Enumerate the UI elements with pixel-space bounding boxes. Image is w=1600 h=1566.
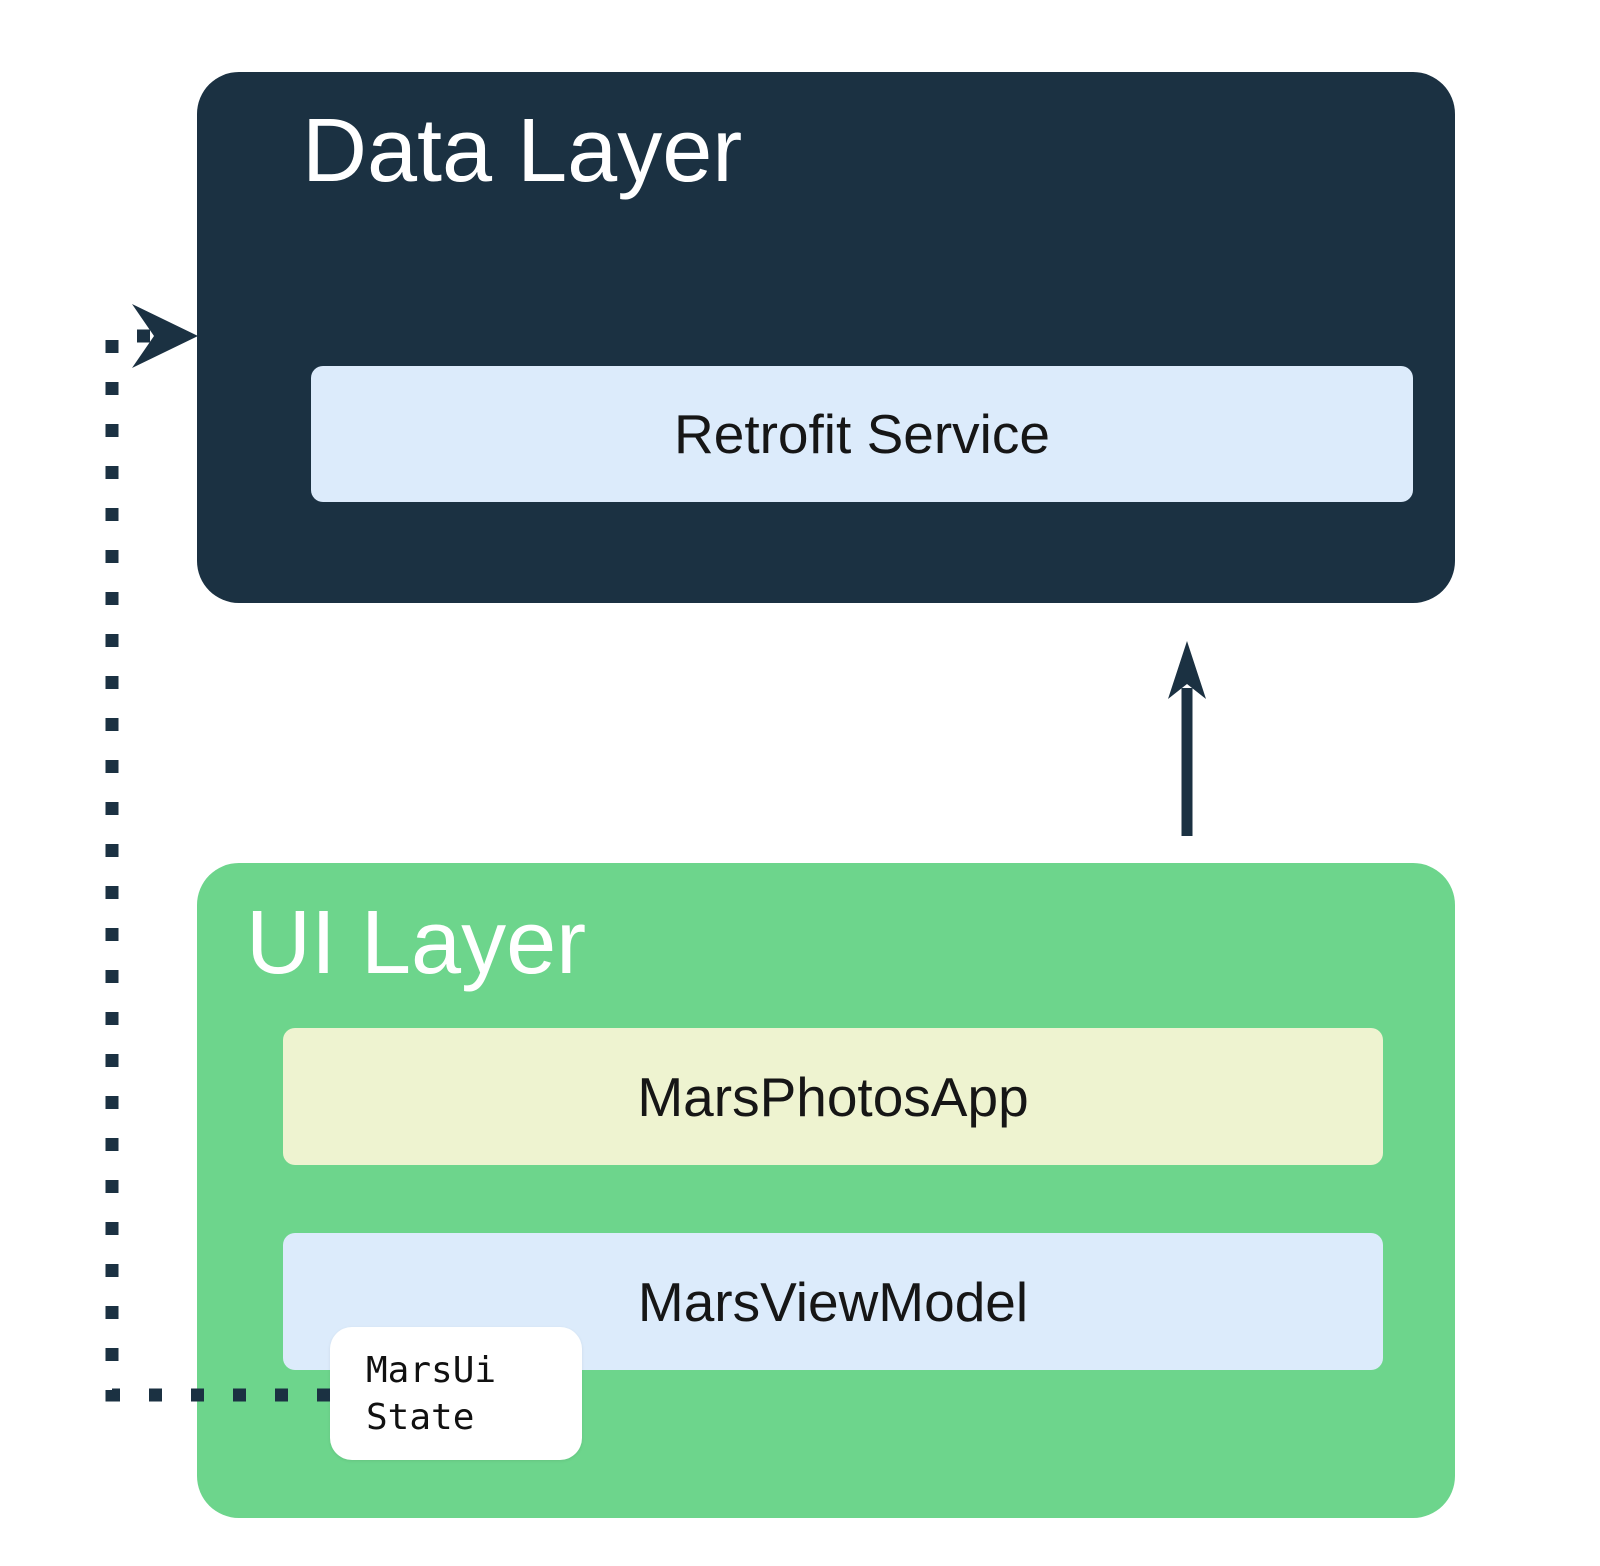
mars-photos-app-label: MarsPhotosApp [637,1065,1029,1128]
mars-ui-state-box: MarsUi State [330,1327,582,1460]
mars-view-model-label: MarsViewModel [637,1270,1029,1333]
retrofit-service-label: Retrofit Service [674,403,1050,465]
up-arrow-icon [1168,641,1206,836]
mars-ui-state-label: MarsUi State [366,1349,497,1438]
ui-layer-box: UI Layer MarsPhotosApp MarsViewModel Mar… [197,863,1455,1518]
data-layer-title: Data Layer [302,101,743,201]
data-layer-box: Data Layer Retrofit Service [197,72,1455,603]
dotted-arrowhead-icon [132,304,198,368]
mars-photos-app-box: MarsPhotosApp [283,1028,1383,1165]
retrofit-service-box: Retrofit Service [311,366,1413,502]
ui-layer-title: UI Layer [246,893,587,993]
